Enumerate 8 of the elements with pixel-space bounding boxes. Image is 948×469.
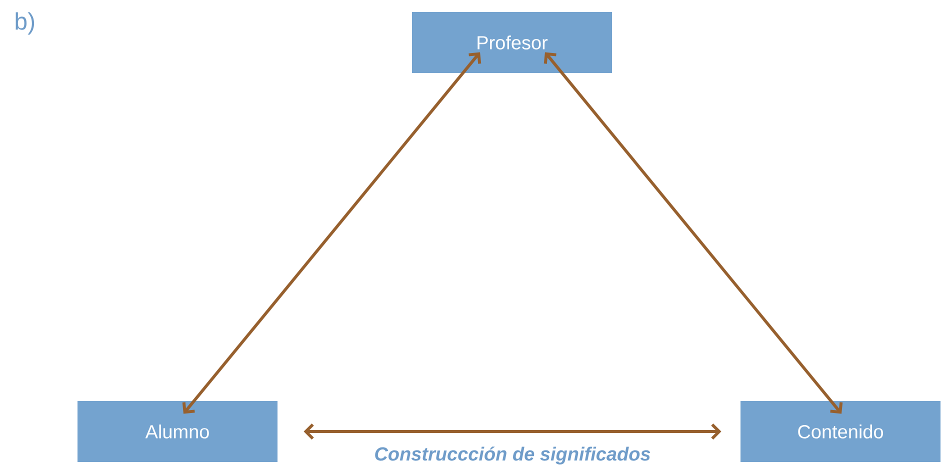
double-arrow [304, 423, 722, 440]
label-box: Alumno [78, 401, 278, 462]
double-arrow [544, 52, 843, 414]
label-box: Profesor [412, 12, 612, 73]
panel-letter: b) [16, 12, 34, 35]
edge-label: Construccción de significados [375, 446, 650, 464]
double-arrow [182, 52, 482, 414]
label-box: Contenido [740, 401, 940, 462]
